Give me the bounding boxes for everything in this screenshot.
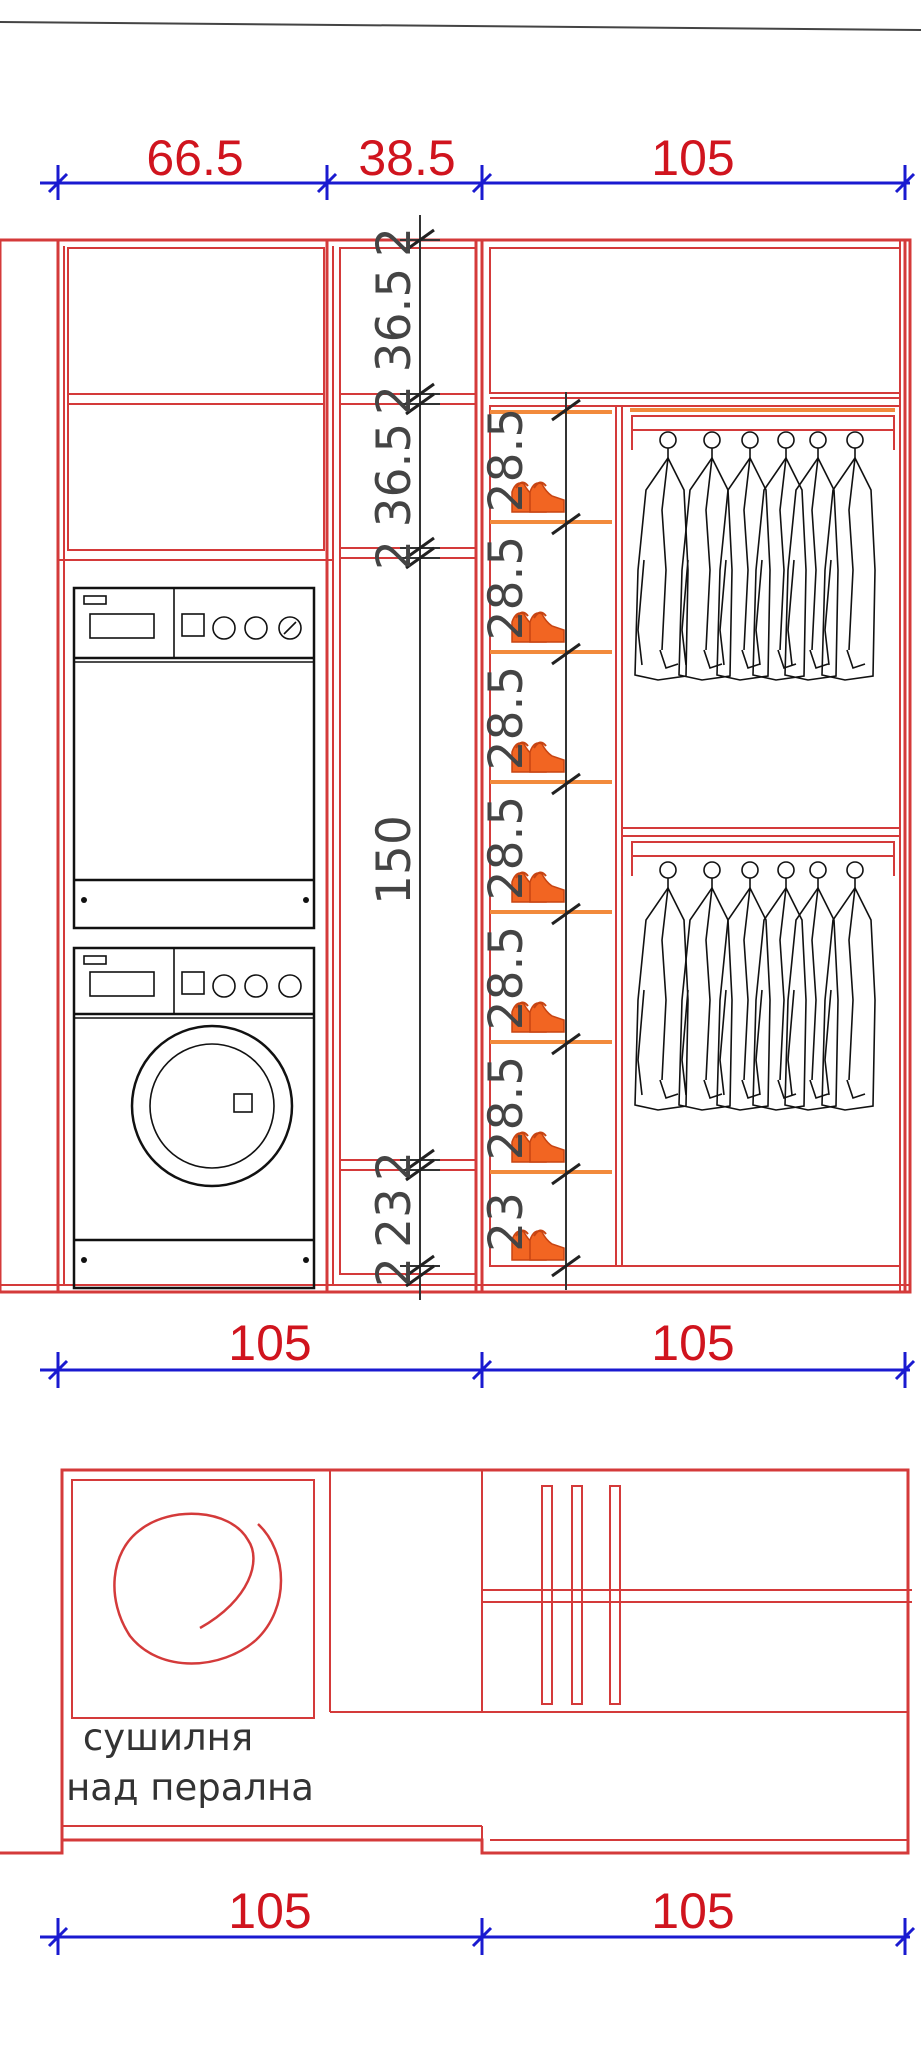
dimension-label: 2 <box>367 540 422 570</box>
clothes-rail-lower <box>631 841 895 876</box>
plan-label-line1: сушилня <box>83 1716 253 1759</box>
dimension-label: 36.5 <box>367 423 422 528</box>
dimension-label: 38.5 <box>358 130 455 186</box>
middle-dimension-line <box>40 1352 916 1388</box>
dimension-label: 105 <box>651 130 734 186</box>
dimension-label: 2 <box>367 227 422 257</box>
dimension-label: 23 <box>367 1188 422 1248</box>
shelf-dimension-chain <box>550 392 582 1290</box>
dimension-label: 23 <box>479 1192 534 1252</box>
vertical-dimension-chain <box>400 215 440 1300</box>
jacket-icon <box>634 861 876 1111</box>
dimension-label: 105 <box>228 1883 311 1939</box>
cabinet-plan-view <box>0 1468 912 1855</box>
jacket-icon <box>634 431 876 681</box>
dimension-label: 2 <box>367 1151 422 1181</box>
cabinet-front-elevation <box>0 238 912 1294</box>
clothes-rail-upper <box>631 415 895 450</box>
sheet-border <box>0 21 921 31</box>
dimension-label: 66.5 <box>146 130 243 186</box>
dimension-label: 150 <box>367 815 422 905</box>
dimension-label: 2 <box>367 385 422 415</box>
dimension-label: 28.5 <box>479 796 534 901</box>
dimension-label: 28.5 <box>479 1056 534 1161</box>
dimension-label: 105 <box>651 1883 734 1939</box>
dimension-label: 36.5 <box>367 268 422 373</box>
dryer-swirl-icon <box>113 1512 283 1665</box>
washing-machine-icon <box>72 946 316 1290</box>
shoe-shelves <box>490 408 895 1174</box>
bottom-dimension-line <box>40 1918 916 1955</box>
dimension-label: 2 <box>367 1257 422 1287</box>
plan-label-line2: над перална <box>66 1766 314 1809</box>
dimension-label: 28.5 <box>479 408 534 513</box>
dimension-label: 28.5 <box>479 536 534 641</box>
top-dimension-line <box>40 165 916 200</box>
dryer-icon <box>72 586 316 930</box>
dimension-label: 105 <box>651 1315 734 1371</box>
dimension-label: 28.5 <box>479 926 534 1031</box>
dimension-label: 105 <box>228 1315 311 1371</box>
dimension-label: 28.5 <box>479 666 534 771</box>
